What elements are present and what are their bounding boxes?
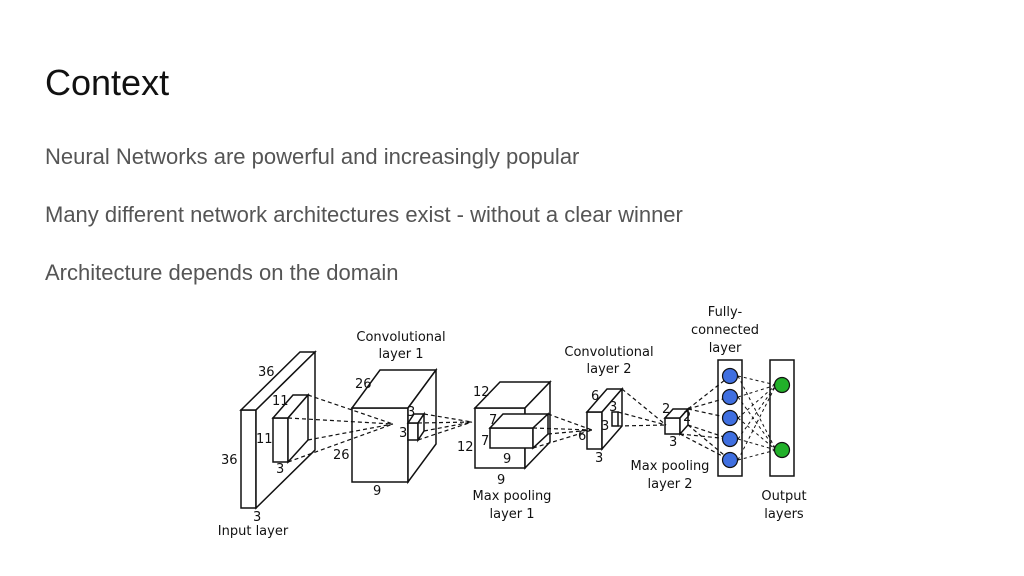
dim-label: 9 [373, 484, 381, 499]
dim-label: 6 [578, 429, 586, 444]
dim-label: 3 [609, 400, 617, 415]
dim-label: 7 [481, 434, 489, 449]
dim-label: 36 [221, 453, 238, 468]
conv1-label: Convolutional [356, 330, 445, 345]
bullet-item: Neural Networks are powerful and increas… [45, 144, 580, 169]
fc-label: connected [691, 323, 759, 338]
pool1-block [473, 380, 552, 470]
output-node [773, 376, 791, 394]
dim-label: 3 [669, 435, 677, 450]
fc-node [721, 451, 739, 469]
fc-node [721, 367, 739, 385]
slide-title: Context [45, 62, 170, 103]
bullet-item: Architecture depends on the domain [45, 260, 399, 285]
pool1-label: layer 1 [489, 507, 534, 522]
dim-label: 26 [333, 448, 350, 463]
conv2-label: layer 2 [586, 362, 631, 377]
dim-label: 3 [407, 405, 415, 420]
dim-label: 26 [355, 377, 372, 392]
dim-label: 3 [399, 426, 407, 441]
fc-label: Fully- [708, 305, 743, 320]
dim-label: 11 [256, 432, 273, 447]
dim-label: 2 [683, 410, 691, 425]
conv1-label: layer 1 [378, 347, 423, 362]
fc-output-connections [737, 375, 777, 461]
pool2-block [663, 407, 690, 436]
conv2-label: Convolutional [564, 345, 653, 360]
dim-label: 7 [489, 413, 497, 428]
dim-label: 11 [272, 394, 289, 409]
pool2-label: Max pooling [631, 459, 710, 474]
dim-label: 3 [601, 419, 609, 434]
dim-label: 3 [595, 451, 603, 466]
bullet-item: Many different network architectures exi… [45, 202, 683, 227]
dim-label: 6 [591, 389, 599, 404]
dim-label: 3 [253, 510, 261, 525]
dim-label: 9 [497, 473, 505, 488]
conv1-block [350, 367, 438, 485]
output-label: layers [764, 507, 804, 522]
input-layer-label: Input layer [218, 524, 289, 539]
bullet-list: Neural Networks are powerful and increas… [45, 142, 683, 316]
output-node [773, 441, 791, 459]
dim-label: 36 [258, 365, 275, 380]
output-label: Output [761, 489, 806, 504]
dim-label: 12 [473, 385, 490, 400]
fc-node [721, 409, 739, 427]
fc-node [721, 388, 739, 406]
projection-lines [287, 375, 731, 463]
dim-label: 9 [503, 452, 511, 467]
fc-node [721, 430, 739, 448]
pool2-label: layer 2 [647, 477, 692, 492]
dim-label: 12 [457, 440, 474, 455]
dim-label: 2 [662, 402, 670, 417]
pool1-label: Max pooling [473, 489, 552, 504]
fc-label: layer [709, 341, 742, 356]
dim-label: 3 [276, 462, 284, 477]
